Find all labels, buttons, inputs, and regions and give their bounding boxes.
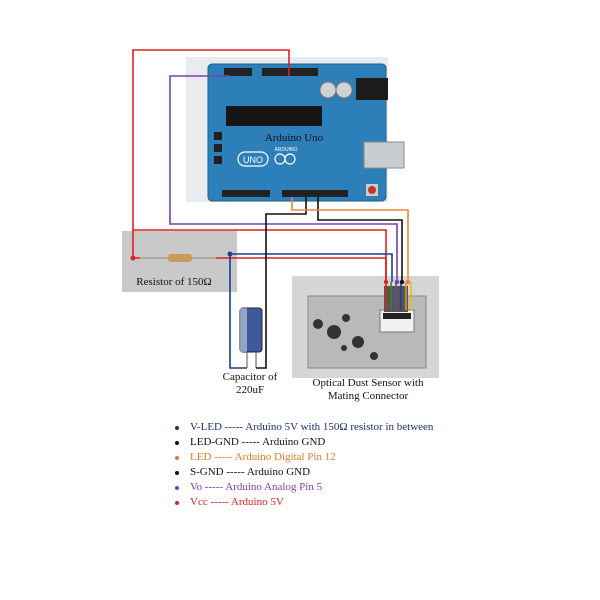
legend-text: S-GND ----- Arduino GND	[190, 466, 311, 478]
power-jack	[356, 78, 388, 100]
junction-sensor-4	[405, 279, 411, 285]
legend-text: LED ----- Arduino Digital Pin 12	[190, 451, 336, 463]
legend-text: V-LED ----- Arduino 5V with 150Ω resisto…	[190, 421, 434, 433]
resistor-icon: Resistor of 150Ω	[122, 231, 237, 292]
legend-item: S-GND ----- Arduino GND	[172, 465, 433, 480]
dust-sensor-icon: Optical Dust Sensor with Mating Connecto…	[292, 276, 439, 402]
arduino-board-icon: UNO ARDUINO Arduino Uno	[186, 57, 405, 202]
junction-sensor-2	[394, 279, 400, 285]
board-capacitor-1	[319, 81, 337, 99]
sensor-label-line2: Mating Connector	[328, 390, 409, 402]
capacitor-stripe	[240, 308, 247, 352]
wire-vo-purple	[169, 75, 398, 282]
wire-gnd-black	[256, 197, 307, 369]
legend-bullet	[175, 456, 179, 460]
wire-vled-red	[133, 229, 387, 282]
sensor-hole-5	[370, 352, 378, 360]
usb-port	[363, 141, 405, 169]
pin-legend: V-LED ----- Arduino 5V with 150Ω resisto…	[172, 420, 433, 510]
resistor-body	[168, 254, 192, 262]
wire-led-orange	[291, 197, 409, 282]
legend-bullet	[175, 426, 179, 430]
junction-sensor-3	[399, 279, 405, 285]
icsp-pins	[214, 132, 222, 164]
infinity-logo-right	[284, 153, 296, 165]
legend-item: LED ----- Arduino Digital Pin 12	[172, 450, 433, 465]
sensor-hole-2	[327, 325, 341, 339]
mcu-chip	[226, 106, 322, 126]
legend-item: V-LED ----- Arduino 5V with 150Ω resisto…	[172, 420, 433, 435]
legend-bullet	[175, 501, 179, 505]
header-digital-high	[282, 190, 348, 197]
junction-red	[130, 255, 136, 261]
uno-logo-frame	[237, 151, 269, 167]
legend-text: LED-GND ----- Arduino GND	[190, 436, 326, 448]
reset-button-cap	[368, 186, 376, 194]
capacitor-label-line2: 220uF	[236, 384, 264, 396]
board-capacitor-2	[335, 81, 353, 99]
header-digital-low	[222, 190, 270, 197]
junctions	[130, 251, 411, 285]
capacitor-icon: Capacitor of 220uF	[223, 307, 278, 396]
board-title: Arduino Uno	[265, 132, 324, 144]
legend-text: Vcc ----- Arduino 5V	[190, 496, 284, 508]
wire-cap-blue	[229, 254, 247, 369]
header-analog	[224, 68, 252, 76]
legend-bullet	[175, 441, 179, 445]
resistor-label: Resistor of 150Ω	[136, 276, 211, 288]
sensor-hole-4	[352, 336, 364, 348]
legend-item: LED-GND ----- Arduino GND	[172, 435, 433, 450]
header-power	[262, 68, 318, 76]
sensor-label-line1: Optical Dust Sensor with	[313, 377, 424, 389]
legend-item: Vo ----- Arduino Analog Pin 5	[172, 480, 433, 495]
wire-sgnd-black	[317, 197, 403, 282]
capacitor-label-line1: Capacitor of	[223, 371, 278, 383]
board-pcb	[207, 63, 387, 202]
sensor-hole-1	[313, 319, 323, 329]
junction-sensor-1	[383, 279, 389, 285]
legend-item: Vcc ----- Arduino 5V	[172, 495, 433, 510]
sensor-hole-3	[342, 314, 350, 322]
junction-blue	[227, 251, 233, 257]
legend-bullet	[175, 471, 179, 475]
legend-text: Vo ----- Arduino Analog Pin 5	[190, 481, 323, 493]
arduino-brand-text: ARDUINO	[274, 147, 297, 153]
uno-logo-text: UNO	[243, 155, 263, 165]
sensor-connector-slot	[383, 313, 411, 319]
sensor-hole-6	[341, 345, 347, 351]
wire-vled-blue	[230, 253, 393, 282]
wires	[132, 49, 412, 369]
legend-bullet	[175, 486, 179, 490]
